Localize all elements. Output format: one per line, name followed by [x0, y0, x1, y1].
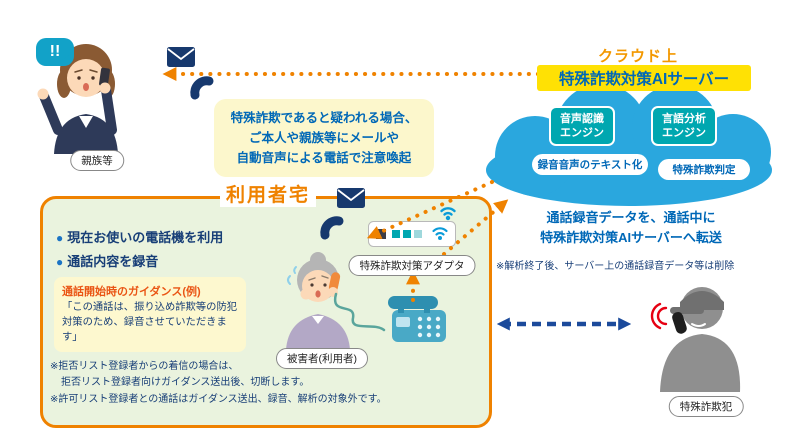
engine-label-line: エンジン	[662, 127, 706, 139]
adapter-label: 特殊詐欺対策アダプタ	[348, 255, 476, 276]
user-home-title: 利用者宅	[219, 180, 317, 207]
cloud-shape	[486, 84, 772, 206]
wifi-icon	[440, 207, 456, 221]
mail-icon-home	[337, 188, 365, 208]
cloud-location-label: クラウド上	[598, 48, 679, 65]
bullet-icon: ●	[56, 231, 64, 245]
fraud-judgement-output-box: 特殊詐欺判定	[658, 159, 750, 180]
home-note-2: 拒否リスト登録者向けガイダンス送出後、切断します。	[61, 376, 310, 388]
alert-callout: 特殊詐欺であると疑われる場合、 ご本人や親族等にメールや 自動音声による電話で注…	[214, 99, 434, 177]
relatives-label: 親族等	[70, 150, 124, 171]
feature-bullet-1: ●現在お使いの電話機を利用	[56, 227, 223, 246]
engine-label-line: 言語分析	[662, 112, 706, 125]
transcription-output-box: 録音音声のテキスト化	[532, 154, 648, 175]
callout-line: 特殊詐欺であると疑われる場合、	[230, 111, 418, 125]
callout-line: ご本人や親族等にメールや	[248, 131, 399, 145]
engine-label-line: 音声認識	[560, 112, 604, 125]
criminal-figure	[650, 287, 741, 392]
feature-bullet-2: ●通話内容を録音	[56, 251, 158, 270]
relatives-figure	[37, 44, 118, 154]
callout-line: 自動音声による電話で注意喚起	[236, 151, 412, 165]
phone-handset-icon-relatives	[190, 76, 214, 100]
adapter-device	[368, 221, 456, 247]
ai-server-banner: 特殊詐欺対策AIサーバー	[537, 65, 751, 91]
transfer-line: 特殊詐欺対策AIサーバーへ転送	[540, 230, 722, 246]
engine-label-line: エンジン	[560, 127, 604, 139]
language-analysis-engine-box: 言語分析 エンジン	[651, 106, 717, 146]
mail-icon-relatives	[167, 47, 195, 67]
home-note-1: ※拒否リスト登録者からの着信の場合は、	[50, 361, 239, 372]
data-delete-note: ※解析終了後、サーバー上の通話録音データ等は削除	[496, 261, 735, 272]
voice-recognition-engine-box: 音声認識 エンジン	[549, 106, 615, 146]
guidance-line: 対策のため、録音させていただきます」	[62, 316, 227, 343]
criminal-label: 特殊詐欺犯	[668, 396, 744, 417]
victim-label: 被害者(利用者)	[276, 348, 368, 369]
home-notes: ※拒否リスト登録者からの着信の場合は、 拒否リスト登録者向けガイダンス送出後、切…	[50, 359, 482, 408]
feature-bullet-1-text: 現在お使いの電話機を利用	[67, 230, 224, 245]
desk-phone	[388, 296, 446, 342]
home-note-3: ※許可リスト登録者との通話はガイダンス送出、録音、解析の対象外です。	[50, 394, 387, 405]
guidance-box: 通話開始時のガイダンス(例) 「この通話は、振り込め詐欺等の防犯 対策のため、録…	[54, 277, 246, 352]
bullet-icon: ●	[56, 255, 64, 269]
alert-bubble: !!	[36, 38, 74, 66]
transfer-line: 通話録音データを、通話中に	[546, 210, 716, 225]
guidance-title: 通話開始時のガイダンス(例)	[62, 286, 201, 298]
feature-bullet-2-text: 通話内容を録音	[67, 254, 159, 269]
phone-handset-icon-home	[320, 216, 344, 240]
guidance-line: 「この通話は、振り込め詐欺等の防犯	[62, 302, 238, 313]
transfer-note: 通話録音データを、通話中に 特殊詐欺対策AIサーバーへ転送	[504, 208, 758, 249]
